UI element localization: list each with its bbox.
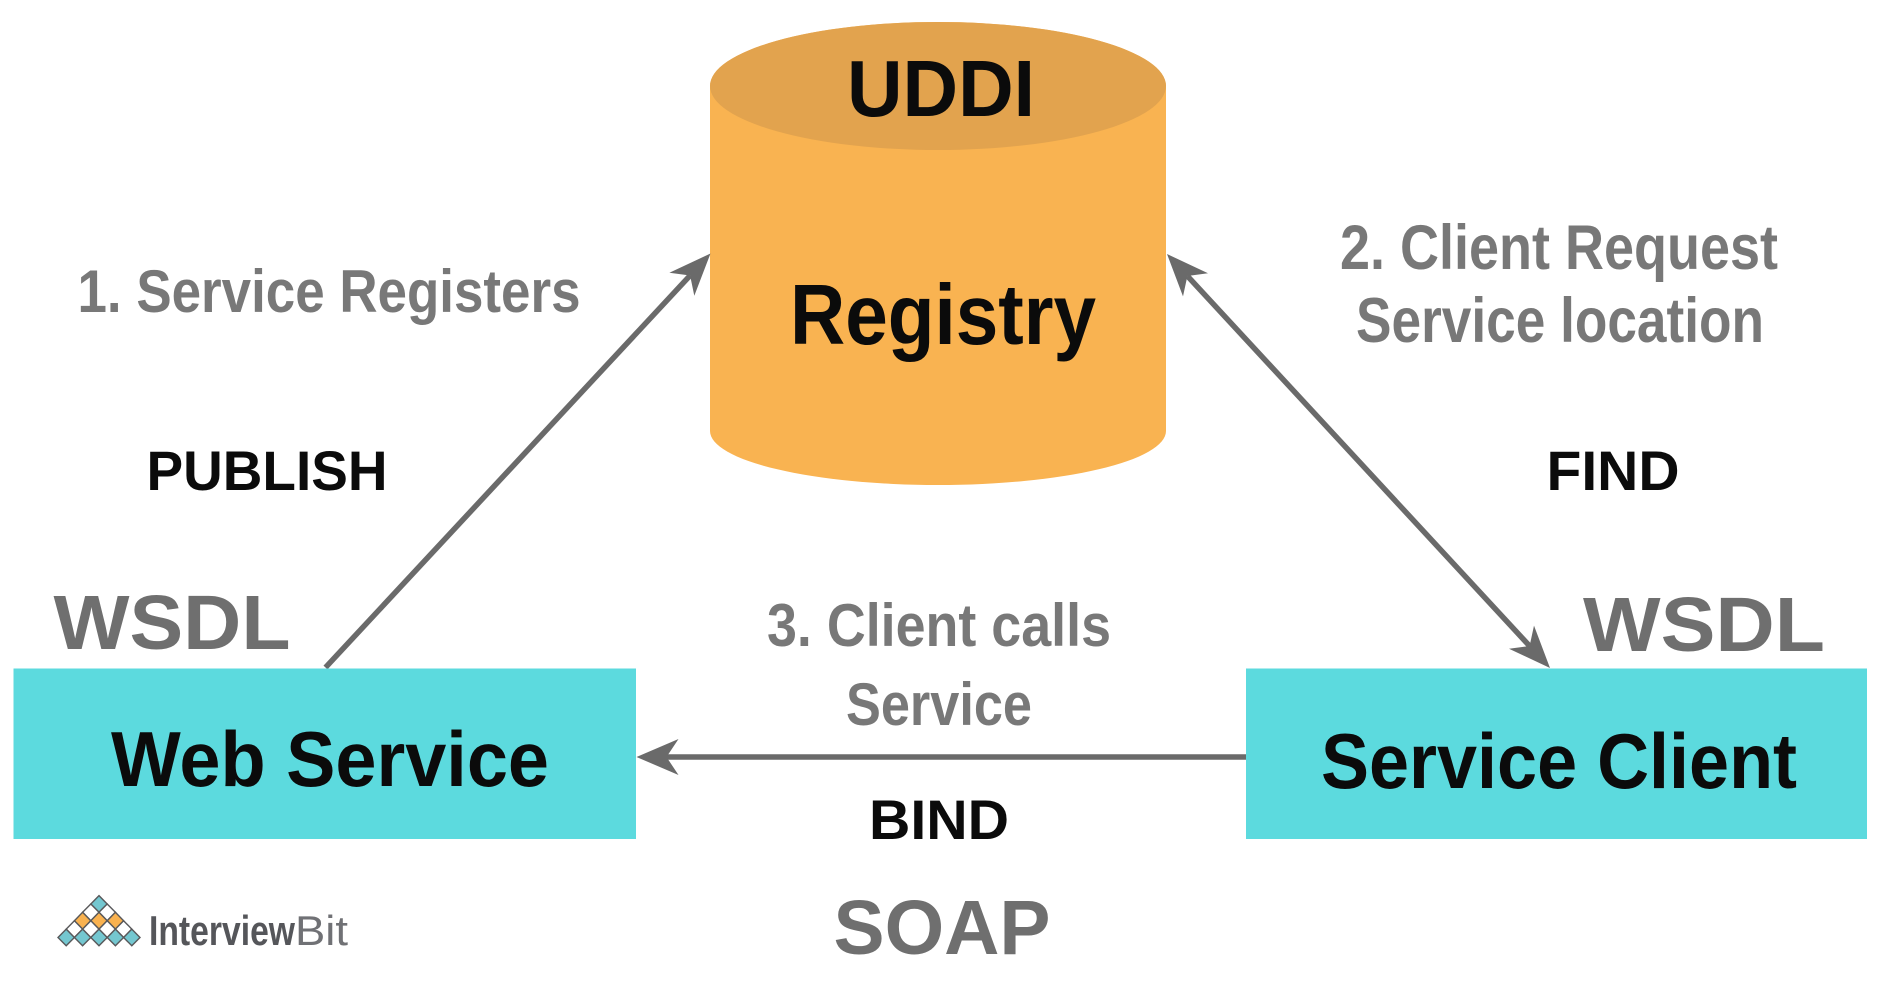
svg-text:Interview: Interview (149, 907, 295, 954)
svg-text:WSDL: WSDL (1583, 582, 1825, 668)
svg-text:BIND: BIND (869, 788, 1009, 851)
svg-text:PUBLISH: PUBLISH (147, 439, 388, 502)
svg-text:WSDL: WSDL (54, 580, 291, 666)
svg-text:Registry: Registry (790, 268, 1096, 363)
svg-text:2. Client Request: 2. Client Request (1340, 213, 1778, 283)
svg-text:FIND: FIND (1547, 439, 1680, 502)
svg-text:3. Client calls: 3. Client calls (767, 592, 1111, 659)
svg-text:1. Service Registers: 1. Service Registers (78, 258, 581, 325)
svg-text:SOAP: SOAP (834, 885, 1051, 971)
svg-text:UDDI: UDDI (847, 44, 1035, 133)
svg-text:Web Service: Web Service (111, 715, 549, 803)
svg-text:Service Client: Service Client (1321, 717, 1797, 805)
svg-text:Service location: Service location (1356, 286, 1764, 356)
svg-text:Bit: Bit (295, 907, 348, 954)
svg-text:Service: Service (846, 671, 1032, 738)
